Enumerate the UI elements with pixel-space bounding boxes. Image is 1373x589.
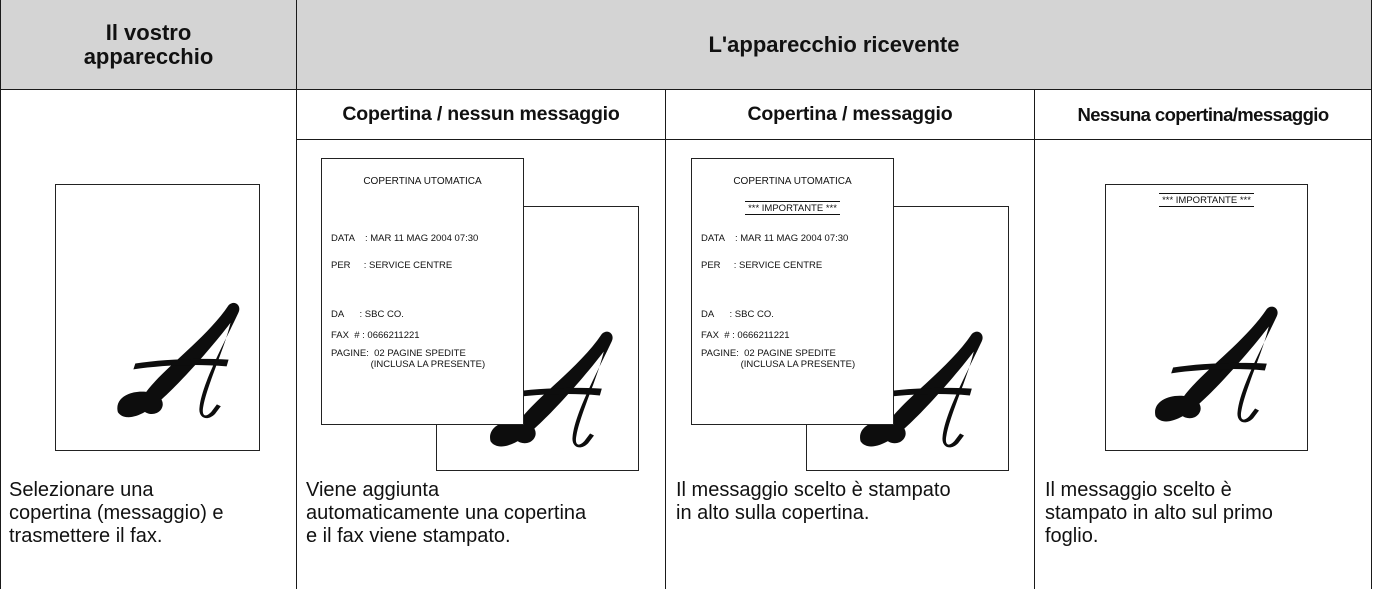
column-title-cover-no-message: Copertina / nessun messaggio	[342, 103, 620, 125]
important-message-text: *** IMPORTANTE ***	[1159, 193, 1254, 207]
table-border-right	[1371, 0, 1372, 589]
description-cover-no-message: Viene aggiunta automaticamente una coper…	[306, 479, 587, 547]
cover-field-fax: FAX # : 0666211221	[331, 330, 420, 341]
cover-field-per: PER : SERVICE CENTRE	[331, 260, 453, 271]
table-divider-own	[296, 0, 297, 589]
column-title-cover-message: Copertina / messaggio	[747, 103, 953, 125]
header-separator	[0, 89, 1372, 90]
cover-field-pagine: PAGINE: 02 PAGINE SPEDITE (INCLUSA LA PR…	[331, 348, 486, 370]
cover-field-data: DATA : MAR 11 MAG 2004 07:30	[331, 233, 479, 244]
cover-field-da: DA : SBC CO.	[331, 309, 404, 320]
table-border-left	[0, 0, 1, 589]
important-message: *** IMPORTANTE ***	[692, 201, 893, 215]
cover-field-da: DA : SBC CO.	[701, 309, 774, 320]
header-own-device: Il vostro apparecchio	[1, 0, 296, 89]
cover-sheet: COPERTINA UTOMATICA *** IMPORTANTE *** D…	[691, 158, 894, 425]
column-title-no-cover-message: Nessuna copertina/messaggio	[1077, 103, 1329, 125]
cover-field-per: PER : SERVICE CENTRE	[701, 260, 823, 271]
cover-sheet: COPERTINA UTOMATICA DATA : MAR 11 MAG 20…	[321, 158, 524, 425]
cover-sheet-title: COPERTINA UTOMATICA	[733, 176, 852, 187]
table-divider-col2	[1034, 90, 1035, 589]
cover-field-fax: FAX # : 0666211221	[701, 330, 790, 341]
script-a-glyph	[117, 302, 240, 419]
description-own-device: Selezionare una copertina (messaggio) e …	[9, 479, 224, 547]
subheader-separator	[296, 139, 1372, 140]
cover-sheet-title: COPERTINA UTOMATICA	[363, 176, 482, 187]
original-document-page	[55, 184, 260, 451]
important-message-text: *** IMPORTANTE ***	[745, 201, 840, 215]
table-divider-col1	[665, 90, 666, 589]
cover-field-pagine: PAGINE: 02 PAGINE SPEDITE (INCLUSA LA PR…	[701, 348, 856, 370]
header-receiving-device: L'apparecchio ricevente	[297, 0, 1371, 89]
description-cover-message: Il messaggio scelto è stampato in alto s…	[676, 479, 951, 524]
script-a-glyph	[1155, 306, 1278, 423]
description-no-cover-message: Il messaggio scelto è stampato in alto s…	[1045, 479, 1273, 547]
received-page: *** IMPORTANTE ***	[1105, 184, 1308, 451]
important-message: *** IMPORTANTE ***	[1106, 193, 1307, 207]
cover-field-data: DATA : MAR 11 MAG 2004 07:30	[701, 233, 849, 244]
